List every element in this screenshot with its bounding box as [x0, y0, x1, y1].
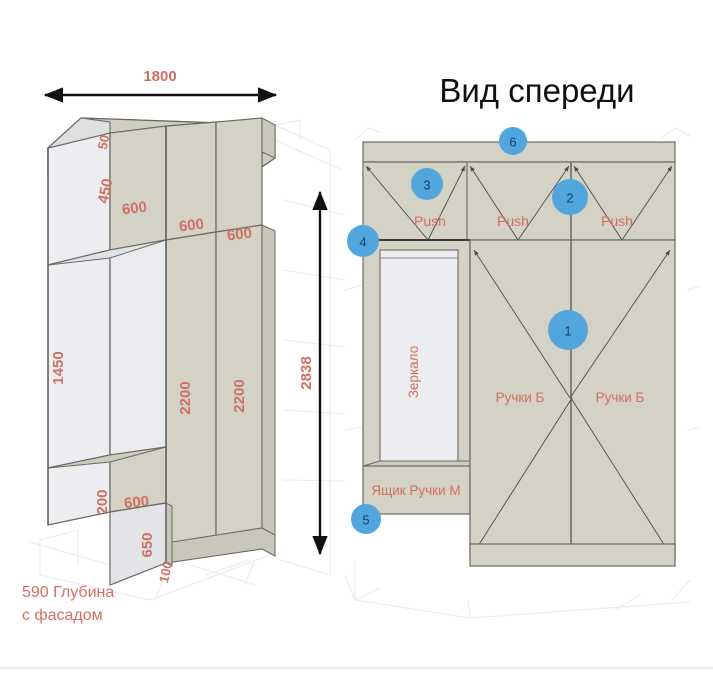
callout-5-number: 5 [362, 513, 369, 528]
callout-badges: 1 2 3 4 5 6 [347, 127, 588, 534]
callout-6-number: 6 [509, 135, 516, 150]
iso-tall-right-edge [261, 224, 276, 556]
dim-tall-door-2: 2200 [231, 379, 248, 412]
dim-drawer-height: 200 [94, 489, 111, 514]
dim-upper-cabinet-2: 600 [178, 216, 205, 236]
handle-label-right: Ручки Б [596, 390, 645, 405]
callout-5-circle[interactable] [351, 504, 381, 534]
callout-1-circle[interactable] [548, 310, 588, 350]
front-elevation-drawing: Push Push Push Зеркало Ящик Ручки М [362, 141, 676, 567]
front-tall-swing-lines [472, 249, 671, 555]
front-drawer-top [362, 460, 471, 467]
dim-base-height: 650 [139, 532, 156, 557]
push-label-right: Push [601, 213, 633, 229]
callout-3[interactable]: 3 [411, 168, 443, 200]
iso-dimension-arrows: 1800 2838 [43, 68, 328, 556]
callout-5[interactable]: 5 [351, 504, 381, 534]
dim-upper-cabinet-1: 600 [121, 199, 148, 219]
iso-upper-right-edge [261, 117, 276, 159]
dim-mirror-height: 1450 [50, 351, 67, 384]
callout-1[interactable]: 1 [548, 310, 588, 350]
callout-3-number: 3 [423, 178, 430, 193]
callout-6[interactable]: 6 [499, 127, 527, 155]
depth-note-line2: с фасадом [22, 607, 103, 624]
push-label-left: Push [414, 213, 446, 229]
iso-base-edge [165, 502, 173, 567]
mirror-label: Зеркало [406, 346, 421, 398]
dim-tall-door-1: 2200 [177, 381, 194, 414]
dim-drawer-width: 600 [123, 493, 149, 512]
push-label-center: Push [497, 213, 529, 229]
callout-4-number: 4 [359, 235, 366, 250]
ghost-room-lines [29, 119, 701, 619]
front-upper-swing-lines [365, 165, 673, 241]
callout-6-circle[interactable] [499, 127, 527, 155]
dim-top-thickness: 50 [95, 133, 113, 150]
callout-2[interactable]: 2 [552, 179, 588, 215]
dim-top-left-depth: 450 [95, 177, 117, 205]
callout-3-circle[interactable] [411, 168, 443, 200]
isometric-cabinet [46, 117, 277, 586]
height-dimension-label: 2838 [298, 356, 315, 389]
iso-upper-door-1 [109, 125, 167, 251]
handle-label-left: Ручки Б [496, 390, 545, 405]
callout-2-circle[interactable] [552, 179, 588, 215]
callout-1-number: 1 [564, 324, 571, 339]
front-bottom-plinth [469, 543, 676, 567]
callout-2-number: 2 [566, 191, 573, 206]
depth-note-line1: 590 Глубина [22, 584, 114, 601]
iso-upper-door-3 [215, 117, 263, 233]
width-dimension-label: 1800 [143, 68, 176, 85]
iso-left-upper-top [47, 117, 111, 149]
iso-mirror-front [109, 239, 167, 456]
front-drawer-panel [362, 465, 471, 515]
dim-upper-cabinet-3: 600 [226, 225, 253, 245]
dim-plinth-height: 100 [156, 560, 175, 584]
front-view-title: Вид спереди [439, 72, 634, 109]
callout-4[interactable]: 4 [347, 225, 379, 257]
iso-dimension-labels: 50 450 600 600 600 1450 2200 2200 200 60… [50, 133, 253, 584]
iso-edge-highlights [47, 126, 167, 563]
drawer-label: Ящик Ручки М [371, 483, 460, 498]
depth-note: 590 Глубина с фасадом [22, 584, 114, 624]
callout-4-circle[interactable] [347, 225, 379, 257]
